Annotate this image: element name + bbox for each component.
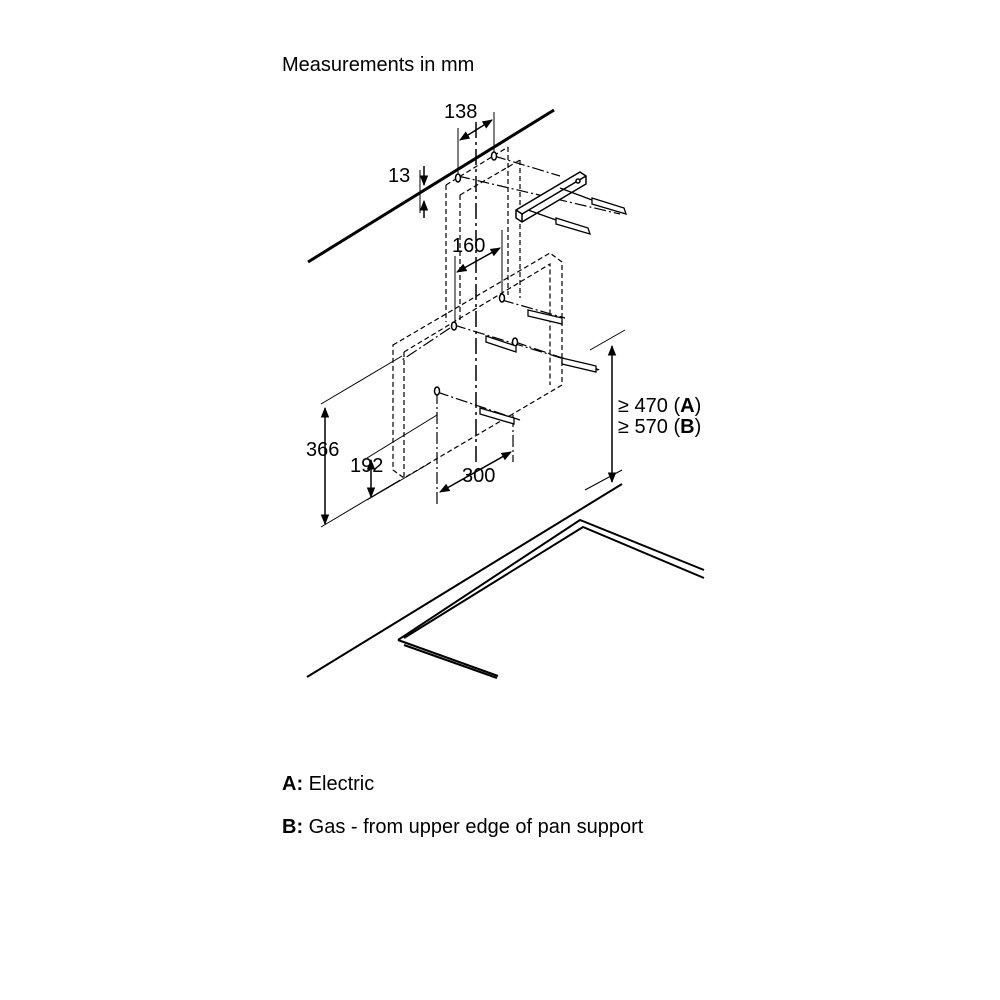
- ceiling-line: [307, 108, 555, 264]
- dimension-192: 192: [350, 455, 383, 477]
- legend-text-b: Gas - from upper edge of pan support: [303, 816, 644, 838]
- dimension-138: 138: [444, 101, 477, 123]
- screw-mid-1: [527, 309, 563, 325]
- cooktop-outline: [306, 483, 705, 679]
- legend-text-a: Electric: [303, 773, 375, 795]
- dimension-extensions: [320, 112, 626, 528]
- dimension-300: 300: [462, 465, 495, 487]
- legend-key-b: B:: [282, 816, 304, 838]
- dimension-366: 366: [306, 439, 339, 461]
- legend-electric: A: Electric: [282, 772, 374, 796]
- clearance-electric: ≥ 470 (A): [618, 395, 701, 417]
- mounting-holes: [433, 151, 519, 396]
- dimension-arrows: [320, 119, 617, 526]
- screw-mid-2: [485, 335, 517, 353]
- screw-upper-2: [527, 209, 592, 235]
- dimension-13: 13: [388, 165, 410, 187]
- wall-bracket: [515, 171, 587, 223]
- wall-screws: [479, 187, 628, 425]
- measurements-title: Measurements in mm: [282, 54, 475, 76]
- screw-mid-3: [561, 357, 597, 373]
- dimension-160: 160: [452, 235, 485, 257]
- screw-upper-1: [559, 187, 628, 215]
- extension-lines: [401, 155, 621, 505]
- legend-key-a: A:: [282, 773, 304, 795]
- screw-low-1: [479, 407, 515, 425]
- legend-gas: B: Gas - from upper edge of pan support: [282, 815, 643, 839]
- clearance-gas: ≥ 570 (B): [618, 416, 701, 438]
